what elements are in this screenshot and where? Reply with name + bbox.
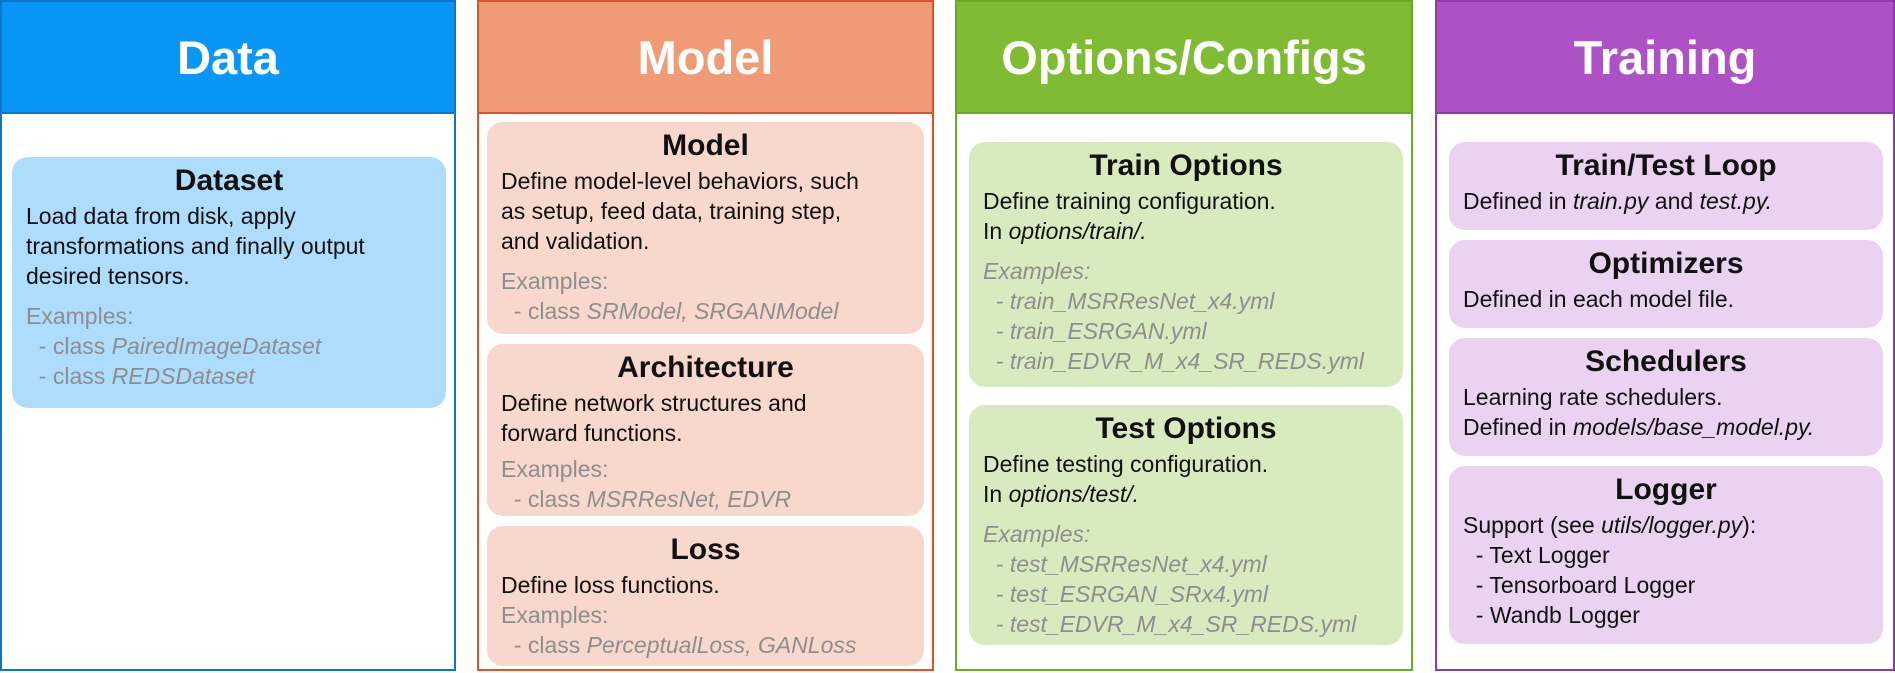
train-options-example-item: - train_EDVR_M_x4_SR_REDS.yml — [995, 348, 1364, 374]
logger-item: - Text Logger — [1475, 542, 1610, 568]
data-column: Data Dataset Load data from disk, apply … — [0, 0, 456, 671]
schedulers-card: Schedulers Learning rate schedulers. Def… — [1449, 338, 1883, 456]
architecture-examples-label: Examples: — [501, 456, 609, 482]
train-options-card: Train Options Define training configurat… — [969, 142, 1403, 387]
logger-support-line: Support (see utils/logger.py): — [1463, 512, 1757, 538]
model-column-header: Model — [479, 2, 932, 114]
loss-examples-label: Examples: — [501, 602, 609, 628]
training-column: Training Train/Test Loop Defined in trai… — [1435, 0, 1895, 671]
model-desc-line: and validation. — [501, 228, 650, 254]
train-test-loop-desc: Defined in train.py and test.py. — [1463, 188, 1772, 214]
model-column: Model Model Define model-level behaviors… — [477, 0, 934, 671]
test-options-example-item: - test_MSRResNet_x4.yml — [995, 551, 1267, 577]
training-column-header: Training — [1437, 2, 1893, 114]
architecture-desc-line: Define network structures and — [501, 390, 807, 416]
dataset-examples-label: Examples: — [26, 303, 134, 329]
dataset-card-title: Dataset — [174, 164, 284, 197]
loss-desc-line: Define loss functions. — [501, 572, 720, 598]
train-test-loop-card: Train/Test Loop Defined in train.py and … — [1449, 142, 1883, 230]
test-options-example-item: - test_ESRGAN_SRx4.yml — [995, 581, 1269, 607]
model-examples-label: Examples: — [501, 268, 609, 294]
options-column: Options/Configs Train Options Define tra… — [955, 0, 1413, 671]
train-options-example-item: - train_MSRResNet_x4.yml — [995, 288, 1275, 314]
loss-card-title: Loss — [670, 533, 741, 566]
dataset-example-item: - class PairedImageDataset — [38, 333, 322, 359]
loss-card: Loss Define loss functions. Examples: - … — [487, 526, 924, 666]
logger-item: - Tensorboard Logger — [1475, 572, 1696, 598]
architecture-example-item: - class MSRResNet, EDVR — [513, 486, 792, 512]
logger-item: - Wandb Logger — [1475, 602, 1640, 628]
optimizers-desc: Defined in each model file. — [1463, 286, 1735, 312]
options-column-header: Options/Configs — [957, 2, 1411, 114]
train-options-card-title: Train Options — [1089, 149, 1283, 182]
dataset-example-item: - class REDSDataset — [38, 363, 255, 389]
test-options-desc: Define testing configuration. — [983, 451, 1269, 477]
dataset-desc-line: desired tensors. — [26, 263, 190, 289]
test-options-example-item: - test_EDVR_M_x4_SR_REDS.yml — [995, 611, 1357, 637]
logger-card-title: Logger — [1615, 473, 1717, 506]
model-card-title: Model — [662, 129, 749, 162]
model-example-item: - class SRModel, SRGANModel — [513, 298, 839, 324]
train-options-examples-label: Examples: — [983, 258, 1091, 284]
architecture-card: Architecture Define network structures a… — [487, 344, 924, 516]
train-options-desc: Define training configuration. — [983, 188, 1276, 214]
test-options-path: In options/test/. — [983, 481, 1139, 507]
dataset-desc-line: Load data from disk, apply — [26, 203, 296, 229]
schedulers-path: Defined in models/base_model.py. — [1463, 414, 1815, 440]
train-options-example-item: - train_ESRGAN.yml — [995, 318, 1207, 344]
model-card: Model Define model-level behaviors, such… — [487, 122, 924, 334]
optimizers-card-title: Optimizers — [1588, 247, 1744, 280]
dataset-desc-line: transformations and finally output — [26, 233, 365, 259]
logger-card: Logger Support (see utils/logger.py): - … — [1449, 466, 1883, 644]
model-desc-line: Define model-level behaviors, such — [501, 168, 859, 194]
train-options-path: In options/train/. — [983, 218, 1147, 244]
loss-example-item: - class PerceptualLoss, GANLoss — [513, 632, 857, 658]
architecture-desc-line: forward functions. — [501, 420, 683, 446]
test-options-card-title: Test Options — [1095, 412, 1277, 445]
test-options-card: Test Options Define testing configuratio… — [969, 405, 1403, 645]
test-options-examples-label: Examples: — [983, 521, 1091, 547]
data-column-header: Data — [2, 2, 454, 114]
train-test-loop-card-title: Train/Test Loop — [1555, 149, 1777, 182]
architecture-card-title: Architecture — [617, 351, 794, 384]
schedulers-desc: Learning rate schedulers. — [1463, 384, 1723, 410]
schedulers-card-title: Schedulers — [1585, 345, 1747, 378]
dataset-card: Dataset Load data from disk, apply trans… — [12, 157, 446, 408]
model-desc-line: as setup, feed data, training step, — [501, 198, 842, 224]
optimizers-card: Optimizers Defined in each model file. — [1449, 240, 1883, 328]
